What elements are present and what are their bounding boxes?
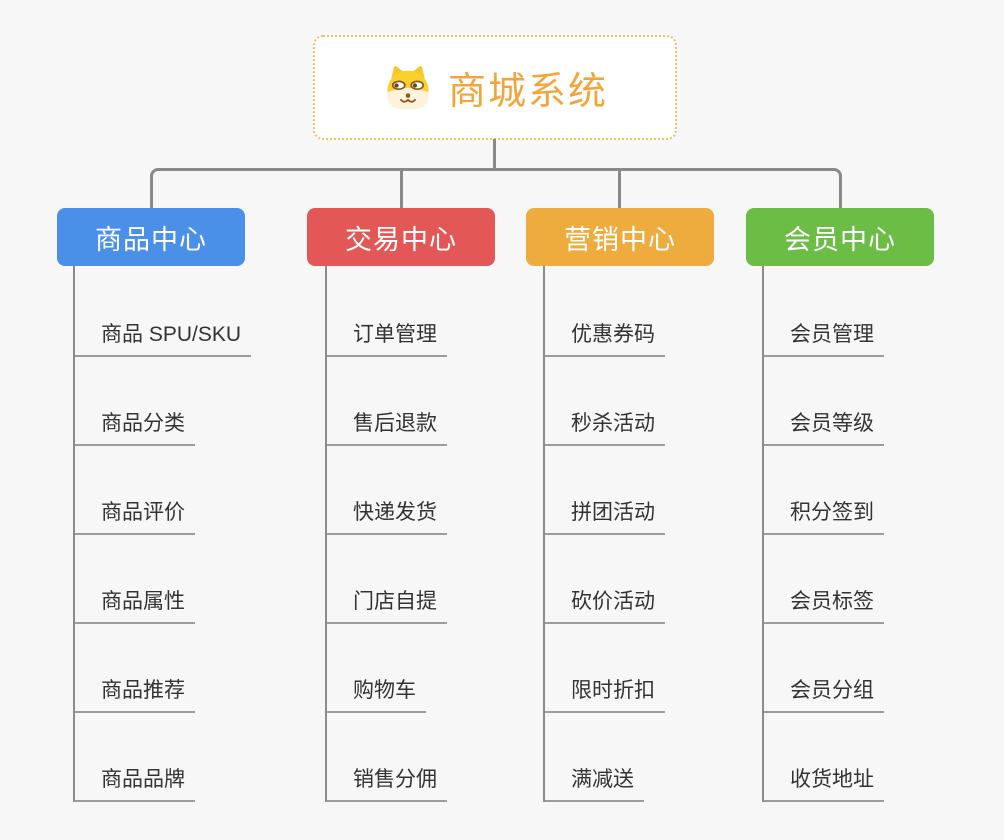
- branch-item[interactable]: 会员标签: [764, 590, 884, 624]
- shiba-dog-icon: [382, 64, 434, 112]
- branch-item[interactable]: 商品属性: [75, 590, 195, 624]
- connector-drop: [618, 171, 621, 208]
- branch-item[interactable]: 售后退款: [327, 412, 447, 446]
- branch-item[interactable]: 会员等级: [764, 412, 884, 446]
- branch-item[interactable]: 秒杀活动: [545, 412, 665, 446]
- branch-item[interactable]: 满减送: [545, 768, 644, 802]
- branch-item[interactable]: 积分签到: [764, 501, 884, 535]
- branch-item[interactable]: 商品评价: [75, 501, 195, 535]
- branch-item[interactable]: 销售分佣: [327, 768, 447, 802]
- branch-item[interactable]: 砍价活动: [545, 590, 665, 624]
- branch-item[interactable]: 快递发货: [327, 501, 447, 535]
- branch-node[interactable]: 商品中心: [57, 208, 245, 266]
- branch-item[interactable]: 拼团活动: [545, 501, 665, 535]
- branch-item[interactable]: 会员管理: [764, 323, 884, 357]
- branch-item[interactable]: 限时折扣: [545, 679, 665, 713]
- branch-node[interactable]: 交易中心: [307, 208, 495, 266]
- root-node[interactable]: 商城系统: [313, 35, 677, 140]
- branch-item[interactable]: 购物车: [327, 679, 426, 713]
- branch-item[interactable]: 收货地址: [764, 768, 884, 802]
- branch-column: 订单管理售后退款快递发货门店自提购物车销售分佣: [325, 266, 447, 802]
- branch-column: 优惠券码秒杀活动拼团活动砍价活动限时折扣满减送: [543, 266, 665, 802]
- branch-item[interactable]: 商品品牌: [75, 768, 195, 802]
- branch-item[interactable]: 商品推荐: [75, 679, 195, 713]
- branch-column: 商品 SPU/SKU 商品分类商品评价商品属性商品推荐商品品牌: [73, 266, 252, 802]
- branch-item[interactable]: 会员分组: [764, 679, 884, 713]
- branch-item[interactable]: 门店自提: [327, 590, 447, 624]
- root-title: 商城系统: [447, 71, 608, 113]
- branch-item[interactable]: 商品分类: [75, 412, 195, 446]
- connector-drop: [400, 171, 403, 208]
- branch-column: 会员管理会员等级积分签到会员标签会员分组收货地址: [762, 266, 884, 802]
- connector-bus: [150, 168, 842, 208]
- connector-root-trunk: [493, 139, 496, 171]
- branch-node[interactable]: 营销中心: [526, 208, 714, 266]
- branch-item[interactable]: 订单管理: [327, 323, 447, 357]
- branch-node[interactable]: 会员中心: [746, 208, 934, 266]
- branch-item[interactable]: 商品 SPU/SKU: [75, 323, 252, 357]
- branch-item[interactable]: 优惠券码: [545, 323, 665, 357]
